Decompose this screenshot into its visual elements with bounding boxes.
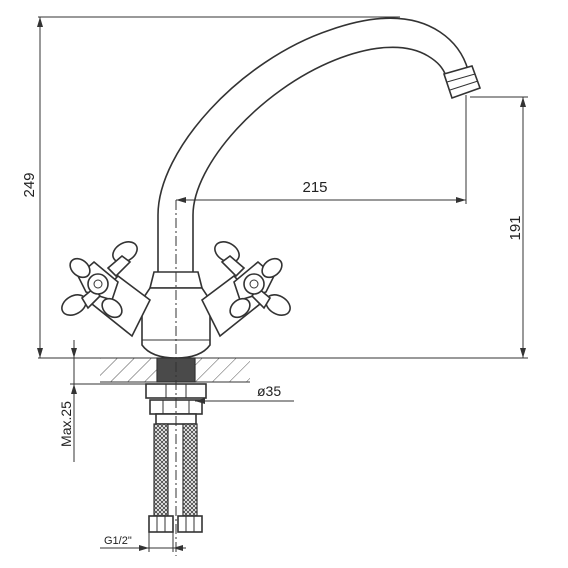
dimension-label-191: 191 bbox=[507, 215, 524, 240]
dimension-spout-height: 191 bbox=[250, 96, 528, 359]
dimension-label-g12: G1/2" bbox=[104, 535, 132, 547]
right-cross-handle bbox=[214, 241, 291, 319]
dimension-label-249: 249 bbox=[21, 172, 38, 197]
dimension-base-diameter: ø35 bbox=[195, 383, 294, 404]
dimension-label-diameter: ø35 bbox=[257, 383, 281, 399]
dimension-label-215: 215 bbox=[302, 179, 327, 196]
spout bbox=[157, 17, 482, 272]
dimension-overall-height: 249 bbox=[21, 16, 400, 359]
dimension-thread-size: G1/2" bbox=[100, 532, 186, 552]
dimension-label-max25: Max.25 bbox=[58, 401, 74, 447]
left-cross-handle bbox=[61, 241, 138, 319]
flexible-hoses bbox=[148, 423, 203, 533]
dimension-max-thickness: Max.25 bbox=[58, 340, 146, 462]
dimension-spout-reach: 215 bbox=[176, 95, 467, 204]
